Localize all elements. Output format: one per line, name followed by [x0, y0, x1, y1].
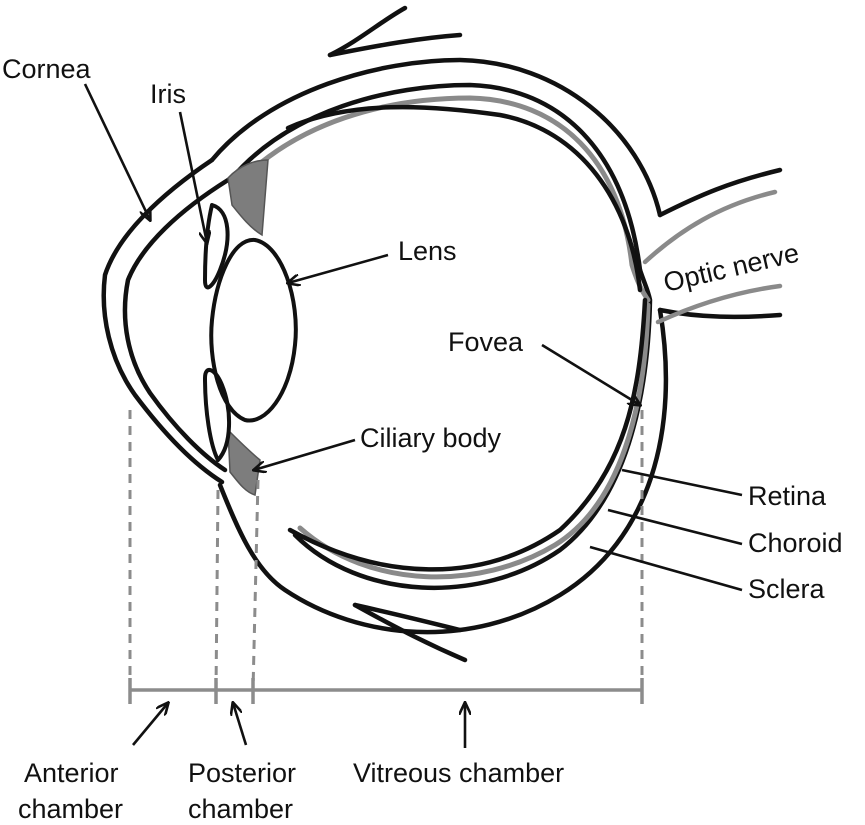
sclera-leader — [589, 545, 743, 592]
choroid-label: Choroid — [748, 528, 843, 558]
lens-label: Lens — [398, 236, 457, 266]
retina-label: Retina — [748, 481, 827, 511]
anterior-chamber-label-line1: Anterior — [24, 758, 119, 788]
fovea-arrow — [541, 343, 640, 405]
choroid-layer — [229, 95, 651, 303]
ciliary-body-upper — [227, 159, 269, 237]
ciliary-body-label: Ciliary body — [360, 423, 502, 453]
cornea-label: Cornea — [2, 54, 92, 84]
lens — [209, 238, 298, 423]
iris-lower — [203, 368, 231, 462]
sclera-label: Sclera — [748, 574, 826, 604]
chamber-guides — [128, 410, 644, 691]
optic-nerve-label: Optic nerve — [661, 238, 802, 298]
retina-layer — [285, 104, 643, 293]
ciliary-body-lower — [227, 428, 261, 496]
ciliary-body-arrow — [254, 438, 356, 470]
fovea-label: Fovea — [448, 327, 524, 357]
choroid-leader — [607, 508, 743, 546]
leader-lines — [589, 468, 743, 592]
vitreous-chamber-label: Vitreous chamber — [353, 758, 564, 788]
optic-nerve — [642, 189, 783, 325]
iris-upper — [203, 203, 230, 290]
chamber-bracket — [128, 678, 644, 704]
posterior-chamber-arrow — [233, 703, 248, 746]
lens-arrow — [288, 253, 389, 283]
retina-leader — [621, 468, 743, 497]
anterior-chamber-arrow — [132, 703, 168, 746]
pointer-arrows — [83, 83, 640, 748]
anterior-chamber-label-line2: chamber — [18, 794, 123, 824]
cornea-arrow — [83, 83, 150, 220]
posterior-chamber-label-line2: chamber — [188, 794, 293, 824]
iris-label: Iris — [150, 79, 186, 109]
posterior-chamber-label-line1: Posterior — [188, 758, 296, 788]
retina-layer-lower — [287, 297, 648, 572]
iris-arrow — [178, 111, 207, 243]
